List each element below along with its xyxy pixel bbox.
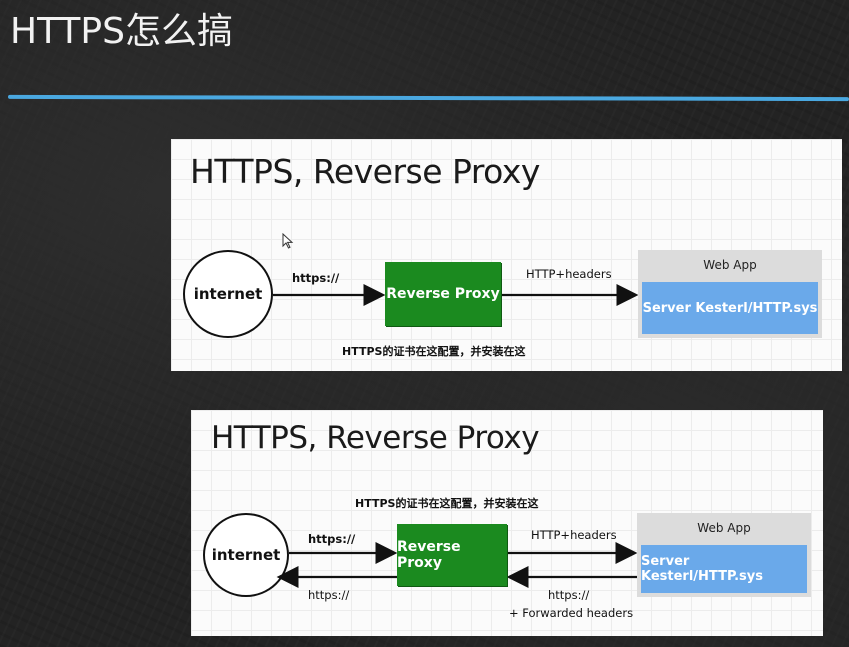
server-label: Server Kesterl/HTTP.sys: [641, 554, 763, 584]
internet-label: internet: [193, 285, 263, 303]
webapp-label: Web App: [697, 521, 751, 535]
diagram-2-heading: HTTPS, Reverse Proxy: [211, 420, 540, 456]
request-label-http-headers: HTTP+headers: [531, 528, 617, 542]
response-label-https-left: https://: [308, 588, 350, 602]
request-label-https: https://: [308, 532, 356, 546]
response-label-https-right: https://: [548, 588, 590, 602]
webapp-container: Web App Server Kesterl/HTTP.sys: [638, 250, 822, 338]
request-label-https: https://: [292, 271, 340, 285]
reverse-proxy-label: Reverse Proxy: [386, 286, 500, 302]
response-label-forwarded-headers: + Forwarded headers: [509, 606, 634, 620]
webapp-label: Web App: [703, 258, 757, 272]
diagram-2: HTTPS, Reverse Proxy HTTPS的证书在这配置，并安装在这 …: [191, 410, 823, 636]
server-label: Server Kesterl/HTTP.sys: [642, 300, 818, 316]
reverse-proxy-node: Reverse Proxy: [385, 262, 501, 326]
server-node: Server Kesterl/HTTP.sys: [642, 282, 818, 334]
diagram-1-heading: HTTPS, Reverse Proxy: [190, 152, 540, 191]
diagram-1-arrows: [273, 284, 639, 306]
certificate-note: HTTPS的证书在这配置，并安装在这: [342, 345, 526, 358]
mouse-cursor-icon: [282, 233, 294, 249]
internet-node: internet: [203, 513, 289, 597]
diagram-2-arrows: [276, 542, 638, 588]
internet-label: internet: [211, 546, 281, 564]
title-divider: [7, 94, 849, 102]
certificate-note: HTTPS的证书在这配置，并安装在这: [355, 497, 539, 510]
reverse-proxy-node: Reverse Proxy: [397, 524, 507, 586]
reverse-proxy-label: Reverse Proxy: [397, 539, 461, 571]
server-node: Server Kesterl/HTTP.sys: [641, 545, 807, 593]
internet-node: internet: [183, 250, 273, 338]
webapp-container: Web App Server Kesterl/HTTP.sys: [637, 513, 811, 597]
request-label-http-headers: HTTP+headers: [526, 267, 612, 281]
slide-title: HTTPS怎么搞: [10, 11, 233, 52]
diagram-1: HTTPS, Reverse Proxy internet https:// H…: [171, 139, 842, 371]
